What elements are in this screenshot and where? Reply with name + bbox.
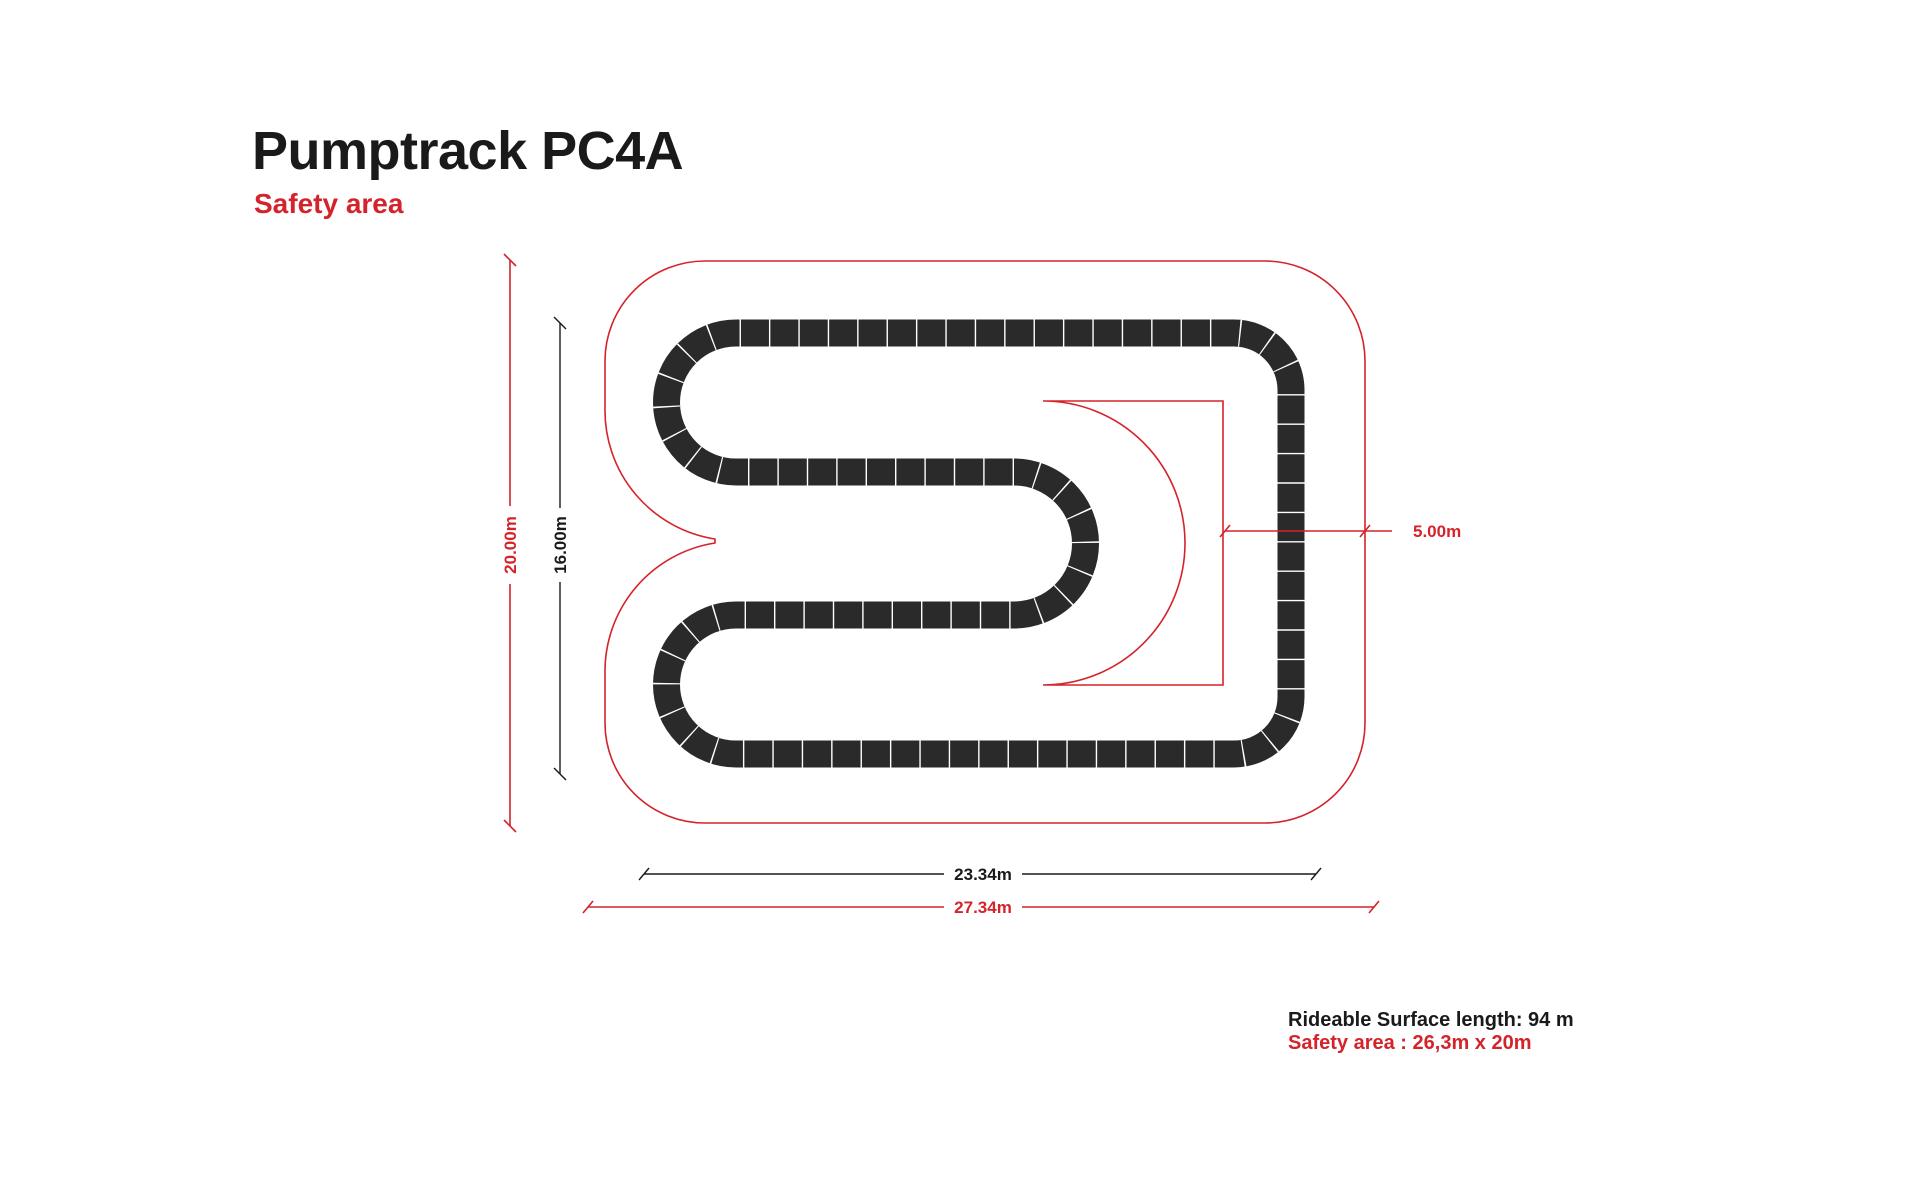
page-title: Pumptrack PC4A bbox=[252, 121, 684, 181]
dimension-safety-offset bbox=[1219, 524, 1392, 538]
track-segment-joints bbox=[653, 319, 1305, 768]
dimension-safety-width bbox=[582, 900, 1380, 914]
label-safety-width: 27.34m bbox=[954, 898, 1012, 917]
label-track-width: 23.34m bbox=[954, 865, 1012, 884]
dimension-track-height bbox=[553, 316, 567, 781]
safety-area-info: Safety area : 26,3m x 20m bbox=[1288, 1032, 1532, 1054]
label-safety-height: 20.00m bbox=[501, 516, 520, 574]
inner-safety-area bbox=[1042, 400, 1224, 686]
rideable-length-info: Rideable Surface length: 94 m bbox=[1288, 1009, 1574, 1031]
label-track-height: 16.00m bbox=[551, 516, 570, 574]
safety-area-outline bbox=[604, 260, 1366, 824]
track-surface bbox=[653, 319, 1305, 768]
dimension-track-width bbox=[638, 867, 1322, 881]
label-safety-offset: 5.00m bbox=[1413, 522, 1461, 541]
track bbox=[653, 319, 1305, 768]
dimension-safety-height bbox=[503, 253, 517, 833]
page-subtitle: Safety area bbox=[254, 188, 404, 219]
